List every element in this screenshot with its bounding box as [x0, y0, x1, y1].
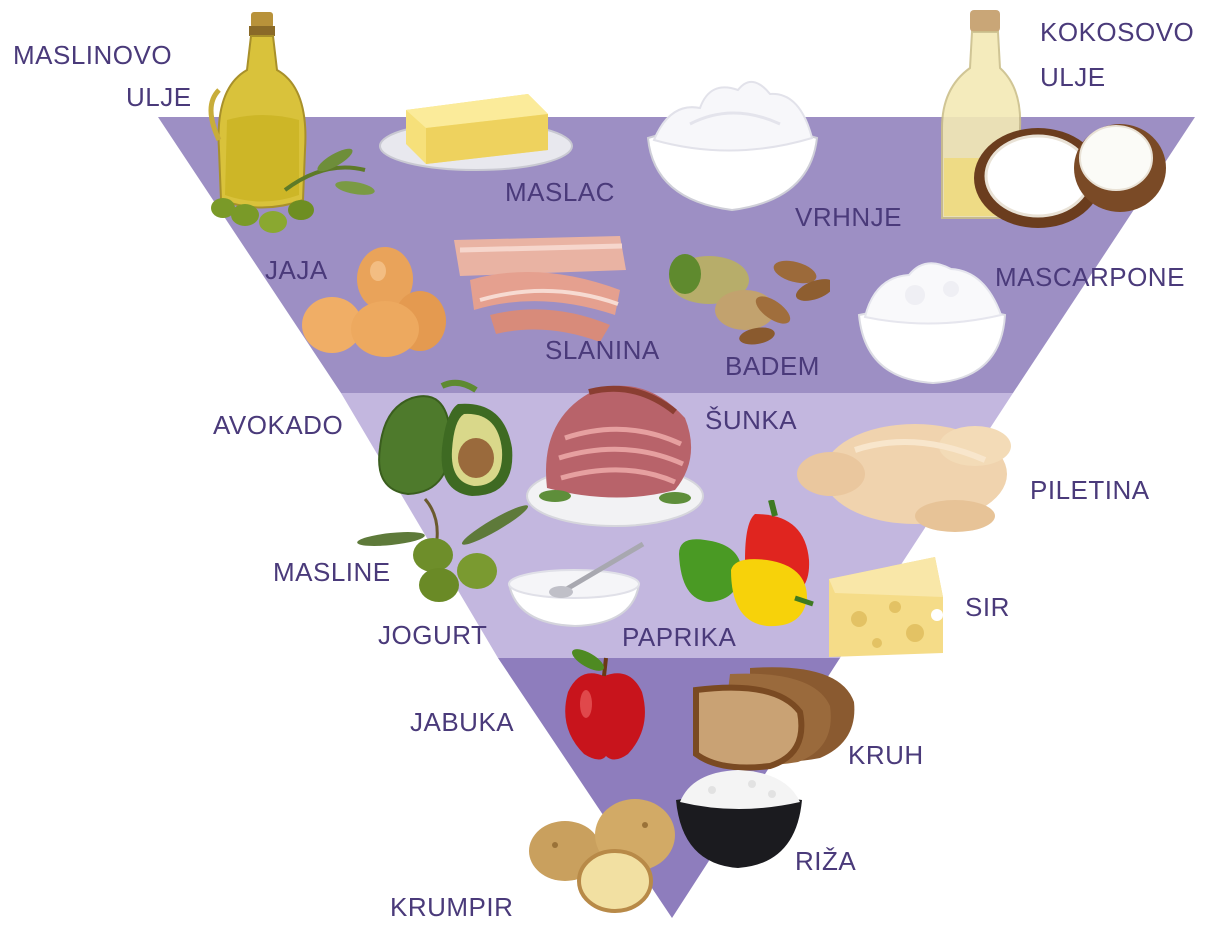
bread-image: [690, 662, 860, 772]
peppers-image: [675, 500, 815, 630]
label-kokosovo-ulje-line2: ULJE: [1040, 62, 1106, 92]
sour-cream-bowl-image: [640, 72, 825, 212]
potatoes-image: [525, 795, 685, 915]
label-maslinovo-ulje-line1: MASLINOVO: [13, 40, 172, 70]
label-mascarpone: MASCARPONE: [995, 262, 1185, 292]
avocado-image: [372, 378, 522, 503]
label-jaja: JAJA: [265, 255, 328, 285]
label-paprika: PAPRIKA: [622, 622, 736, 652]
label-krumpir: KRUMPIR: [390, 892, 513, 922]
chicken-image: [795, 410, 1015, 540]
label-kruh: KRUH: [848, 740, 924, 770]
label-piletina: PILETINA: [1030, 475, 1150, 505]
mascarpone-bowl-image: [855, 255, 1010, 385]
label-maslinovo-ulje-line2: ULJE: [126, 82, 192, 112]
yogurt-image: [505, 540, 650, 630]
label-slanina: SLANINA: [545, 335, 660, 365]
label-sir: SIR: [965, 592, 1010, 622]
label-avokado: AVOKADO: [213, 410, 343, 440]
apple-image: [560, 648, 650, 763]
label-riza: RIŽA: [795, 846, 856, 876]
label-maslac: MASLAC: [505, 177, 615, 207]
label-sunka: ŠUNKA: [705, 405, 797, 435]
cheese-image: [825, 555, 950, 660]
label-vrhnje: VRHNJE: [795, 202, 902, 232]
rice-bowl-image: [672, 766, 807, 871]
label-jogurt: JOGURT: [378, 620, 487, 650]
almonds-image: [665, 250, 830, 350]
butter-image: [378, 80, 578, 180]
bacon-image: [450, 230, 635, 345]
label-masline: MASLINE: [273, 557, 391, 587]
olive-oil-bottle-image: [205, 10, 375, 235]
label-badem: BADEM: [725, 351, 820, 381]
label-jabuka: JABUKA: [410, 707, 514, 737]
label-kokosovo-ulje-line1: KOKOSOVO: [1040, 17, 1194, 47]
